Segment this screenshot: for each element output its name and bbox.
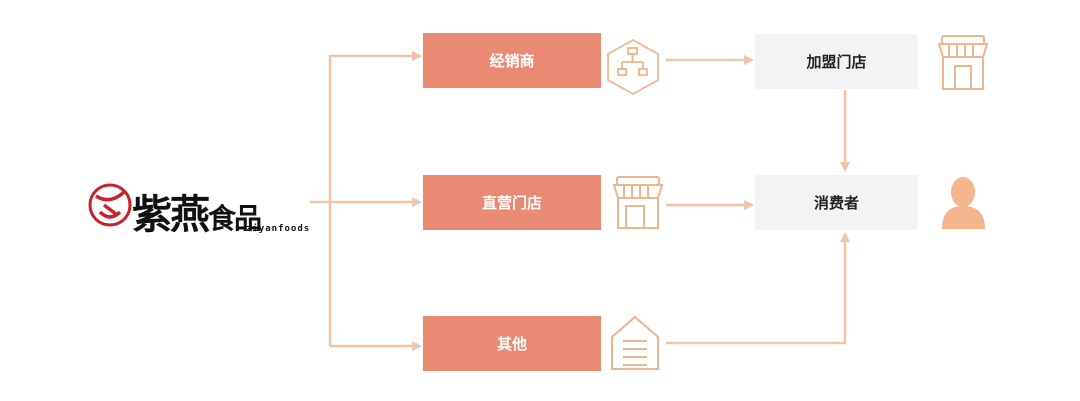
storefront-icon	[937, 35, 989, 90]
logo-suffix-cn: 食品	[208, 202, 262, 235]
house-icon	[611, 315, 659, 370]
storefront-icon	[612, 176, 664, 229]
target-franchise-store: 加盟门店	[755, 34, 918, 89]
logo-name-cn: 紫燕	[132, 192, 210, 238]
arrow-other-to-consumer	[666, 232, 850, 345]
channel-direct-store: 直营门店	[423, 175, 601, 230]
logo-text: 紫燕食品	[132, 182, 262, 240]
channel-distributor: 经销商	[423, 33, 601, 88]
target-consumer: 消费者	[755, 175, 918, 230]
channel-other: 其他	[423, 316, 601, 371]
logo-english: ziyanfoods	[246, 224, 311, 234]
person-icon	[942, 177, 985, 229]
logo-emblem	[88, 183, 132, 227]
distribution-network-icon	[607, 38, 659, 96]
